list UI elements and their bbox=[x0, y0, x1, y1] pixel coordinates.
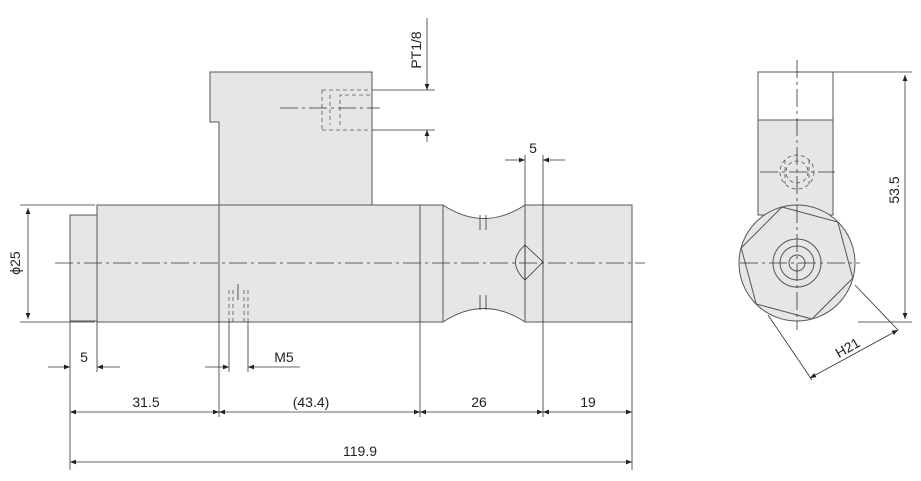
hex-size-label: H21 bbox=[832, 334, 862, 361]
end-view-connector-lower bbox=[757, 119, 834, 216]
end-cap bbox=[69, 214, 98, 322]
main-body bbox=[96, 204, 421, 323]
flange-offset-label: 5 bbox=[80, 349, 88, 365]
end-view bbox=[738, 60, 860, 330]
connector-housing bbox=[209, 71, 373, 206]
segment-2-label: (43.4) bbox=[293, 394, 330, 410]
tail-section bbox=[542, 204, 633, 323]
valve-seat-symbol bbox=[524, 244, 544, 281]
groove-width-label: 5 bbox=[529, 140, 537, 156]
segment-3-label: 26 bbox=[471, 394, 487, 410]
segment-4-label: 19 bbox=[580, 394, 596, 410]
side-view bbox=[55, 71, 645, 323]
diameter-label: ϕ25 bbox=[7, 251, 23, 275]
tap-thread-label: M5 bbox=[274, 349, 294, 365]
side-dimensions: ϕ25 PT1/8 5 5 M5 31.5 bbox=[7, 18, 633, 470]
segment-1-label: 31.5 bbox=[132, 394, 159, 410]
port-hole-hidden bbox=[321, 89, 370, 131]
port-thread-label: PT1/8 bbox=[408, 31, 424, 69]
height-label: 53.5 bbox=[886, 176, 902, 203]
overall-length-label: 119.9 bbox=[343, 443, 377, 459]
end-view-connector-box bbox=[757, 71, 834, 121]
tapped-hole-hidden bbox=[228, 290, 249, 322]
